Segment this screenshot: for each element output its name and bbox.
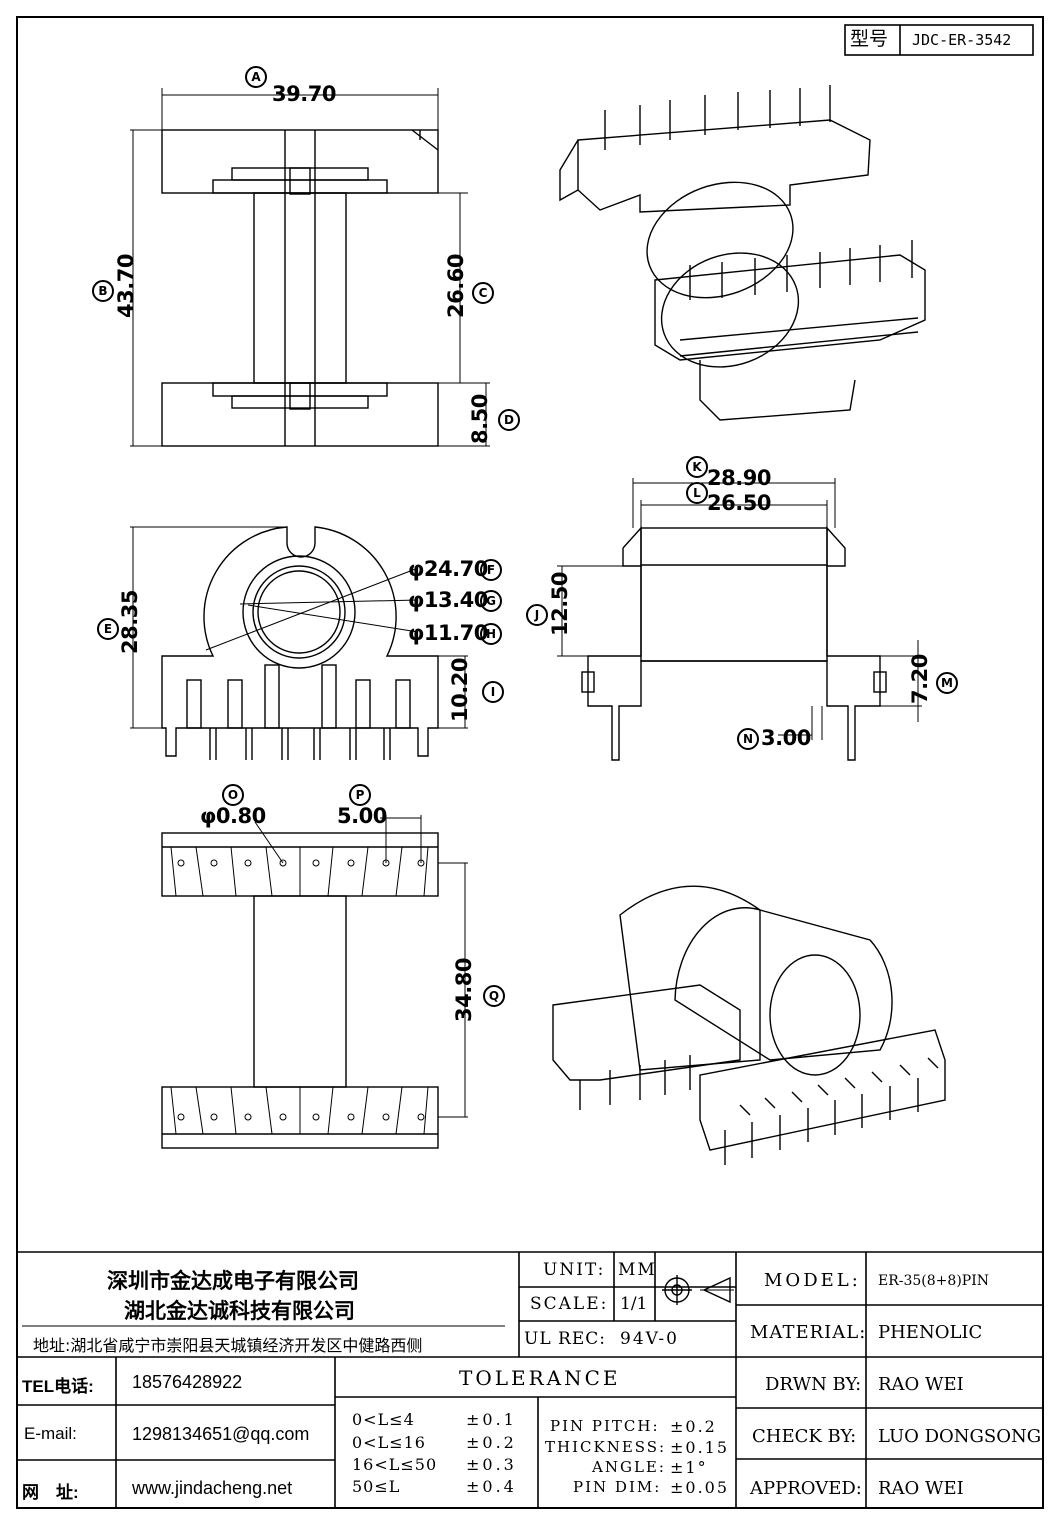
model-value: ER-35(8+8)PIN (878, 1273, 989, 1289)
thickness-label: THICKNESS: (545, 1438, 667, 1456)
dim-marker-c: C (472, 282, 494, 304)
bottom-view (161, 815, 468, 1149)
front-view (130, 88, 490, 447)
tol-value-1: ±0.1 (466, 1410, 517, 1429)
end-view (130, 526, 468, 760)
check-value: LUO DONGSONG (878, 1426, 1042, 1447)
pin-dim-label: PIN DIM: (573, 1478, 662, 1496)
dim-marker-a: A (245, 66, 267, 88)
company-address: 地址:湖北省咸宁市崇阳县天城镇经济开发区中健路西侧 (33, 1336, 423, 1355)
tol-range-4: 50≤L (352, 1477, 401, 1496)
dim-value-c: 26.60 (444, 254, 468, 318)
isometric-view-top (559, 85, 926, 421)
dim-marker-j: J (526, 604, 548, 626)
dim-value-g: φ13.40 (408, 588, 488, 612)
dim-value-l: 26.50 (707, 491, 771, 515)
model-label: MODEL: (764, 1270, 861, 1291)
dim-marker-p: P (349, 784, 371, 806)
web-value: www.jindacheng.net (132, 1478, 293, 1498)
dim-marker-m: M (936, 672, 958, 694)
tel-label: TEL电话: (22, 1377, 94, 1396)
model-box (844, 24, 1034, 56)
dim-marker-b: B (92, 280, 114, 302)
dim-marker-q: Q (483, 985, 505, 1007)
material-label: MATERIAL: (750, 1322, 867, 1343)
tol-value-2: ±0.2 (466, 1433, 517, 1452)
dim-marker-f: F (480, 559, 502, 581)
ul-value: 94V-0 (620, 1329, 679, 1349)
tol-range-1: 0<L≤4 (352, 1410, 415, 1429)
dim-value-i: 10.20 (448, 658, 472, 722)
unit-value: MM (618, 1260, 657, 1280)
dim-value-q: 34.80 (452, 958, 476, 1022)
model-box-value: JDC-ER-3542 (912, 31, 1012, 49)
scale-value: 1/1 (620, 1294, 648, 1314)
side-view (557, 478, 922, 761)
scale-label: SCALE: (530, 1294, 609, 1314)
title-block-grid (17, 1251, 1043, 1508)
bottom-view-pin-holes (170, 846, 429, 1135)
approved-label: APPROVED: (750, 1478, 862, 1499)
dim-value-h: φ11.70 (408, 621, 488, 645)
tol-value-4: ±0.4 (466, 1477, 517, 1496)
material-value: PHENOLIC (878, 1322, 983, 1343)
tol-range-3: 16<L≤50 (352, 1455, 438, 1474)
dim-value-a: 39.70 (272, 82, 336, 106)
ul-label: UL REC: (524, 1329, 606, 1349)
model-box-label: 型号 (850, 28, 889, 50)
drawn-label: DRWN BY: (765, 1374, 862, 1395)
dim-value-n: 3.00 (761, 726, 811, 750)
email-label: E-mail: (24, 1424, 77, 1443)
web-label: 网 址: (22, 1483, 79, 1502)
tolerance-title: TOLERANCE (459, 1366, 621, 1390)
thickness-value: ±0.15 (670, 1438, 730, 1457)
dim-value-f: φ24.70 (408, 557, 488, 581)
dim-value-p: 5.00 (337, 804, 387, 828)
projection-symbol-icon (662, 1275, 734, 1305)
dim-value-e: 28.35 (118, 590, 142, 654)
pin-pitch-value: ±0.2 (670, 1417, 717, 1436)
dim-value-m: 7.20 (908, 654, 932, 704)
email-value: 1298134651@qq.com (132, 1424, 310, 1444)
check-label: CHECK BY: (752, 1426, 857, 1447)
dim-value-k: 28.90 (707, 466, 771, 490)
drawn-value: RAO WEI (878, 1374, 964, 1395)
end-view-pins (186, 664, 411, 760)
dim-marker-k: K (686, 456, 708, 478)
dim-value-j: 12.50 (548, 572, 572, 636)
pin-pitch-label: PIN PITCH: (550, 1417, 660, 1435)
tel-value: 18576428922 (132, 1372, 243, 1392)
angle-value: ±1° (670, 1458, 708, 1477)
pin-dim-value: ±0.05 (670, 1478, 730, 1497)
dim-marker-n: N (737, 728, 759, 750)
company-name-1: 深圳市金达成电子有限公司 (107, 1269, 359, 1293)
dim-marker-e: E (97, 618, 119, 640)
sheet-border (16, 16, 1044, 1509)
dim-marker-d: D (498, 409, 520, 431)
angle-label: ANGLE: (592, 1458, 666, 1476)
dim-value-o: φ0.80 (200, 804, 266, 828)
tol-value-3: ±0.3 (466, 1455, 517, 1474)
tol-range-2: 0<L≤16 (352, 1433, 426, 1452)
isometric-view-bottom (552, 885, 946, 1165)
dim-value-d: 8.50 (468, 394, 492, 444)
dim-marker-g: G (480, 590, 502, 612)
dim-value-b: 43.70 (114, 254, 138, 318)
dim-marker-o: O (222, 784, 244, 806)
dim-marker-i: I (482, 681, 504, 703)
dim-marker-l: L (686, 482, 708, 504)
dim-marker-h: H (480, 623, 502, 645)
company-name-2: 湖北金达诚科技有限公司 (124, 1299, 355, 1323)
unit-label: UNIT: (543, 1260, 606, 1280)
approved-value: RAO WEI (878, 1478, 964, 1499)
